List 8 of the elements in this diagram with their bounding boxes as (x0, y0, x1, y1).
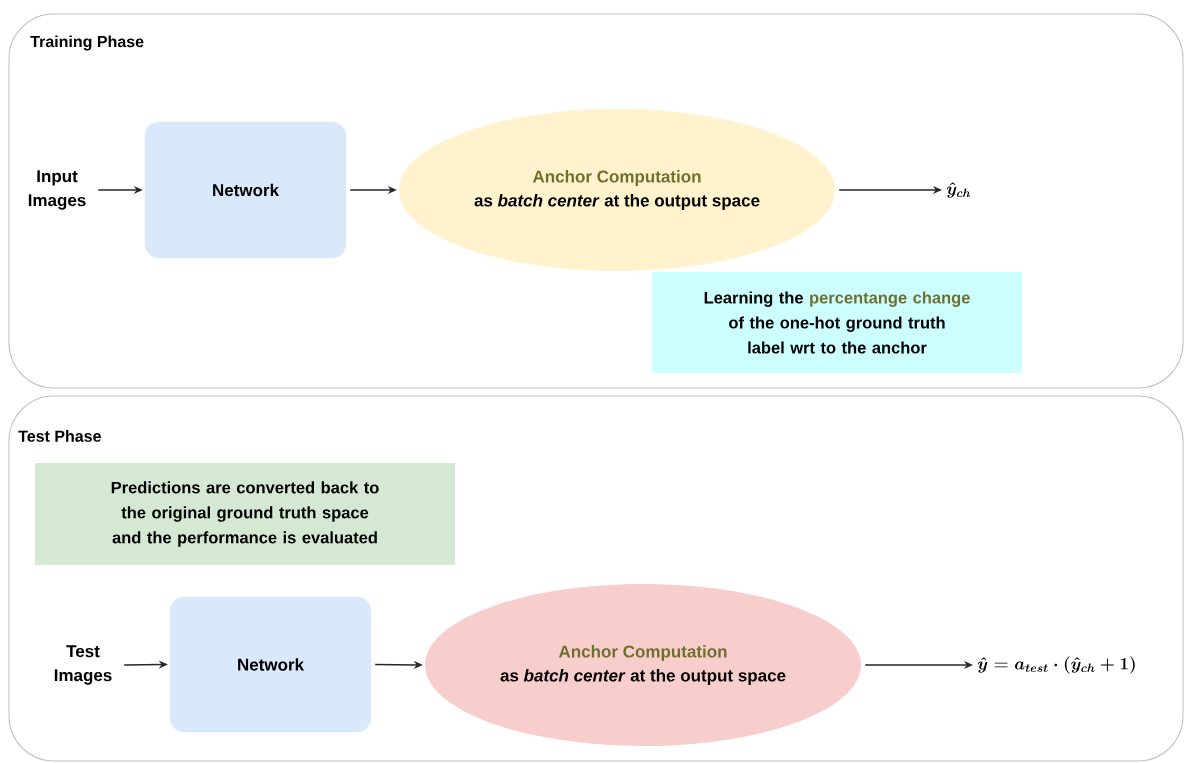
network-box: Network (169, 596, 372, 733)
input-label: Test Images (54, 645, 112, 685)
output-formula: $\hat{y} = a_{test} \cdot (\hat{y}_{ch} + 1)$ (977, 656, 1135, 674)
network-box: Network (144, 121, 347, 259)
note-box: Learning the percentange change of the one-hot ground truth label wrt to the anchor (652, 272, 1022, 373)
input-label: Input Images (28, 170, 86, 210)
note-box: Predictions are converted back to the original ground truth space and the performance is evaluated (35, 463, 455, 565)
output-formula: $\hat{y}_{ch}$ (946, 182, 971, 198)
